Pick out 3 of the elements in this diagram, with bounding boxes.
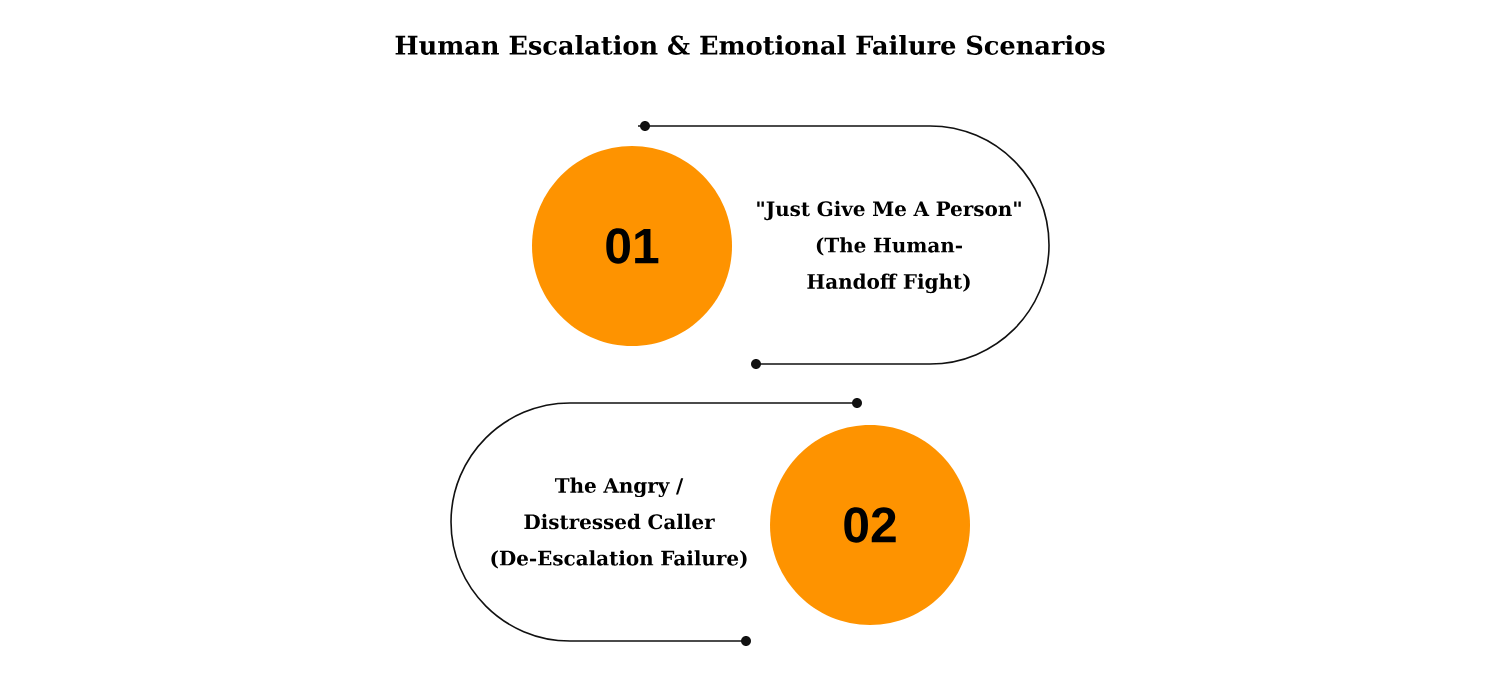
- scenario-text: "Just Give Me A Person" (The Human-Handoff Fight): [757, 200, 1021, 294]
- scenario-text: The Angry / Distressed Caller (De-Escalation Failure): [491, 477, 747, 569]
- title: Human Escalation & Emotional Failure Scenarios: [395, 35, 1105, 55]
